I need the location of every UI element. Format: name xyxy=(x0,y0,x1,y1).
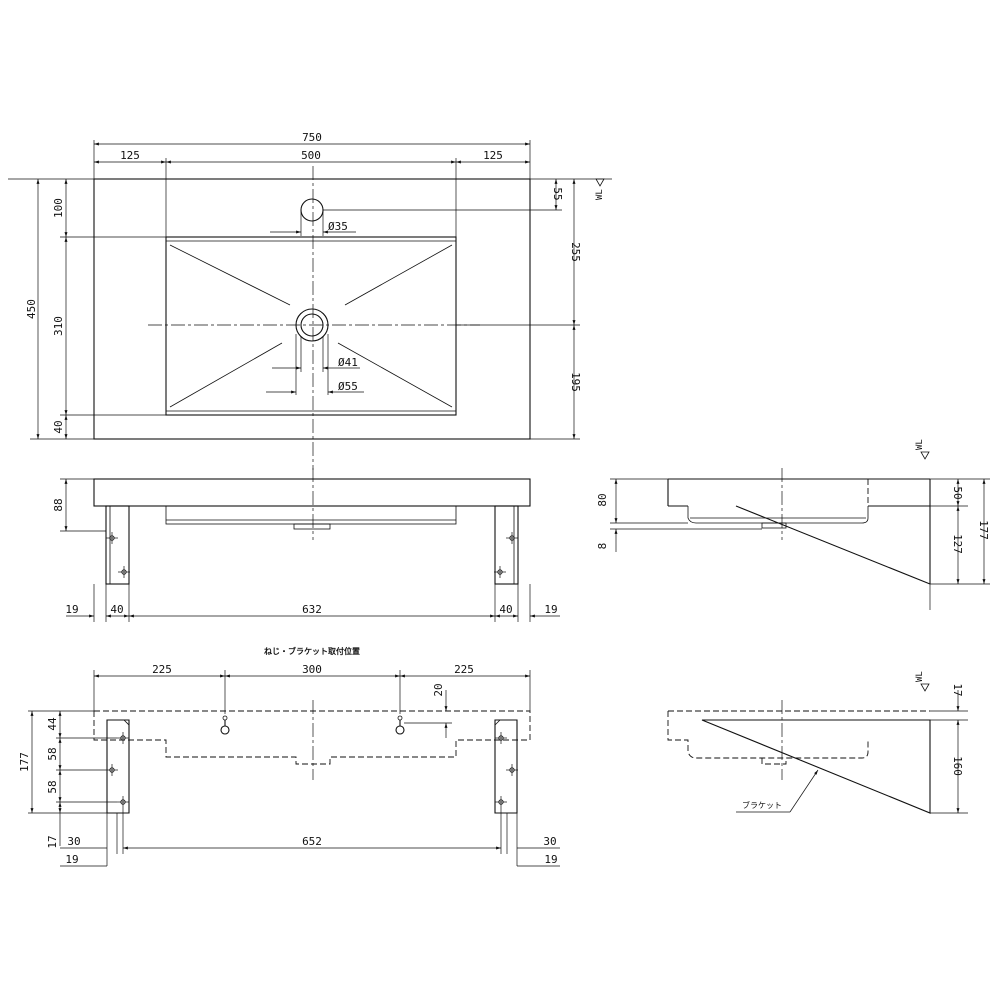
counter-outline xyxy=(93,178,531,440)
top-view: WL 750 125 500 125 450 100 310 40 55 255… xyxy=(8,131,612,470)
dim-bracket-top: 17 xyxy=(951,683,964,696)
dim-bowl-front: 40 xyxy=(52,420,65,433)
side-view: WL 80 8 50 127 177 xyxy=(596,439,990,610)
dim-mount-height: 177 xyxy=(18,752,31,772)
wl-label-bracket: WL xyxy=(915,671,925,682)
dim-left-margin: 125 xyxy=(120,149,140,162)
dim-side-total: 177 xyxy=(977,520,990,540)
dim-to-drain: 255 xyxy=(569,242,582,262)
dim-mount-edge-right-a: 30 xyxy=(543,835,556,848)
dim-drain-inner: Ø41 xyxy=(338,356,358,369)
bracket-right-mount xyxy=(494,719,518,814)
dim-front-edge-right: 19 xyxy=(544,603,557,616)
dim-to-bowl: 100 xyxy=(52,198,65,218)
dim-mount-edge-right-b: 19 xyxy=(544,853,557,866)
water-level-mark xyxy=(595,178,605,187)
dim-bowl-width: 500 xyxy=(301,149,321,162)
dim-hole-drop: 20 xyxy=(432,683,445,696)
bracket-left-mount xyxy=(106,719,130,814)
keyhole-screws xyxy=(220,715,405,735)
dim-mount-h1: 44 xyxy=(46,717,59,731)
dim-front-bracket-left: 40 xyxy=(110,603,123,616)
mount-view: ねじ・ブラケット取付位置 xyxy=(18,646,560,867)
dim-side-thick: 8 xyxy=(596,543,609,550)
dim-right-margin: 125 xyxy=(483,149,503,162)
dim-bowl-depth: 310 xyxy=(52,316,65,336)
dim-front-span: 632 xyxy=(302,603,322,616)
dim-mount-middle: 300 xyxy=(302,663,322,676)
mount-title: ねじ・ブラケット取付位置 xyxy=(264,646,360,656)
bracket-triangle xyxy=(701,719,931,814)
counter-hidden-outline xyxy=(93,710,531,765)
dim-front-height: 88 xyxy=(52,498,65,511)
dim-mount-edge-left-a: 30 xyxy=(67,835,80,848)
wl-label-side: WL xyxy=(915,439,925,450)
front-view: 88 19 40 632 40 19 xyxy=(52,468,560,622)
dim-mount-edge-left-b: 19 xyxy=(65,853,78,866)
bracket-view: WL 17 160 ブラケット xyxy=(667,671,968,814)
wl-label-top: WL xyxy=(595,189,605,200)
dim-front-bracket-right: 40 xyxy=(499,603,512,616)
counter-front xyxy=(93,478,531,507)
bracket-side xyxy=(735,505,931,585)
dim-mount-span: 652 xyxy=(302,835,322,848)
dim-side-top: 50 xyxy=(951,486,964,499)
dim-side-counter: 80 xyxy=(596,493,609,506)
dim-mount-h3: 58 xyxy=(46,780,59,793)
dim-drain-outer: Ø55 xyxy=(338,380,358,393)
bracket-screws-mount xyxy=(106,732,518,808)
dim-faucet-hole: Ø35 xyxy=(328,220,348,233)
bracket-label: ブラケット xyxy=(742,800,782,810)
dim-overall-width: 750 xyxy=(302,131,322,144)
dim-bracket-height: 160 xyxy=(951,756,964,776)
sink-bowl xyxy=(165,236,457,416)
bracket-right xyxy=(494,505,519,585)
bracket-left xyxy=(105,505,130,585)
dim-faucet-offset: 55 xyxy=(551,187,564,200)
dim-mount-right: 225 xyxy=(454,663,474,676)
dim-mount-left: 225 xyxy=(152,663,172,676)
dim-drain-to-front: 195 xyxy=(569,372,582,392)
dim-mount-h2: 58 xyxy=(46,747,59,760)
dim-overall-depth: 450 xyxy=(25,299,38,319)
faucet-hole xyxy=(300,198,324,222)
dim-mount-h4: 17 xyxy=(46,835,59,848)
dim-side-bracket: 127 xyxy=(951,534,964,554)
bracket-screws-front xyxy=(106,532,518,578)
dim-front-edge-left: 19 xyxy=(65,603,78,616)
